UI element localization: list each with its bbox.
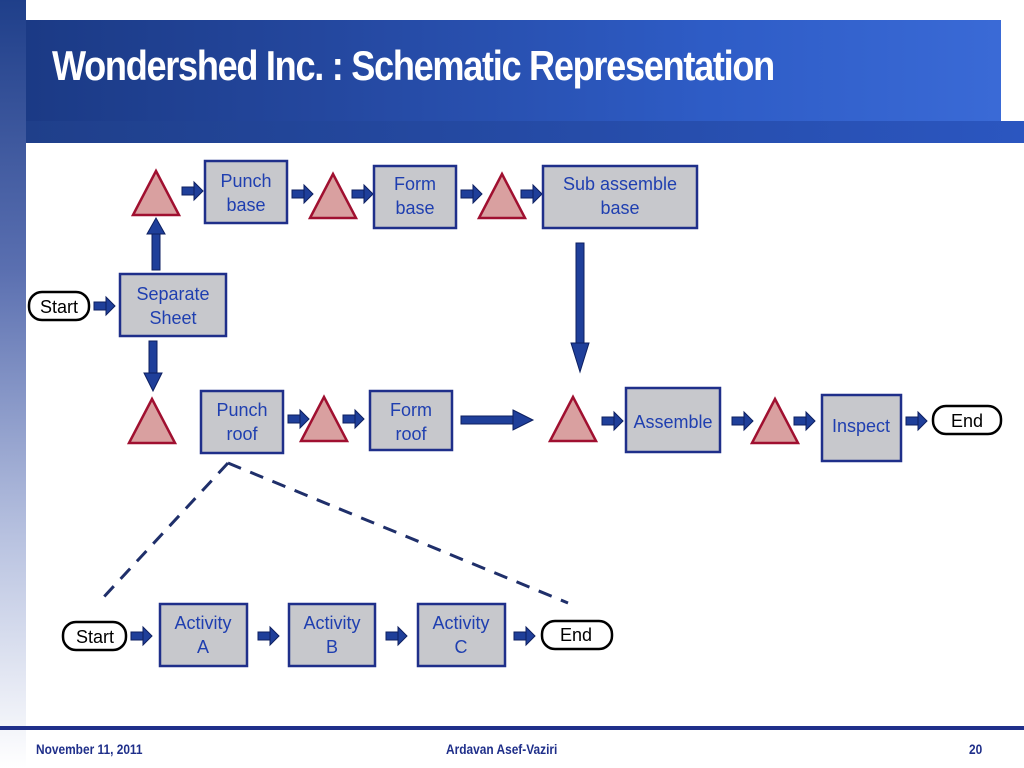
activity-a-label-2: A [197,637,209,657]
form-base-label-1: Form [394,174,436,194]
form-roof-label-1: Form [390,400,432,420]
section-label: 4. Flow-Time Analysis [866,0,1013,16]
start-terminal: Start [27,290,91,322]
footer-date: November 11, 2011 [36,741,143,757]
inventory-triangle-7 [750,397,800,445]
flow-arrow [181,181,204,201]
end-terminal: End [931,404,1003,436]
down-arrow-separate-sheet [143,340,163,393]
assemble-box: Assemble [624,386,722,454]
activity-b-box: Activity B [287,602,377,668]
flow-arrow [520,184,543,204]
footer-divider [0,726,1024,730]
separate-sheet-label-1: Separate [136,284,209,304]
punch-roof-label-2: roof [226,424,258,444]
inspect-box: Inspect [820,393,903,463]
flow-arrow [793,411,816,431]
end-label: End [951,411,983,431]
detail-start-terminal: Start [61,620,128,652]
flow-arrow [385,626,408,646]
punch-roof-label-1: Punch [216,400,267,420]
detail-end-terminal: End [540,619,614,651]
inventory-triangle-1 [131,169,181,217]
activity-c-box: Activity C [416,602,507,668]
flow-arrow [731,411,754,431]
sub-assemble-base-label-1: Sub assemble [563,174,677,194]
punch-base-box: Punch base [203,159,289,225]
flow-arrow [460,184,483,204]
form-roof-label-2: roof [395,424,427,444]
punch-roof-box: Punch roof [199,389,285,455]
inspect-label: Inspect [832,416,890,436]
activity-a-box: Activity A [158,602,249,668]
punch-base-label-2: base [226,195,265,215]
down-arrow-sub-assemble [570,242,590,374]
inventory-triangle-6 [548,395,598,443]
form-roof-box: Form roof [368,389,454,452]
up-arrow-separate-sheet [146,216,166,271]
inventory-triangle-2 [308,172,358,220]
start-label: Start [40,297,78,317]
flow-arrow [291,184,314,204]
activity-c-label-2: C [455,637,468,657]
page-title: Wondershed Inc. : Schematic Representati… [52,42,775,89]
form-base-box: Form base [372,164,458,230]
separate-sheet-label-2: Sheet [149,308,196,328]
inventory-triangle-3 [477,172,527,220]
activity-a-label-1: Activity [174,613,231,633]
sub-assemble-base-box: Sub assemble base [541,164,699,230]
zoom-line-left [99,461,230,602]
form-base-label-2: base [395,198,434,218]
activity-c-label-1: Activity [432,613,489,633]
flow-arrow [513,626,536,646]
left-gradient-bar [0,0,26,768]
footer-author: Ardavan Asef-Vaziri [446,741,558,757]
flow-arrow [342,409,365,429]
sub-assemble-base-label-2: base [600,198,639,218]
title-strip [26,121,1024,143]
punch-base-label-1: Punch [220,171,271,191]
flow-arrow [257,626,280,646]
detail-start-label: Start [76,627,114,647]
flow-arrow [905,411,928,431]
flow-arrow [351,184,374,204]
inventory-triangle-4 [127,397,177,445]
activity-b-label-1: Activity [303,613,360,633]
title-banner [26,20,1001,121]
flow-arrow [130,626,153,646]
separate-sheet-box: Separate Sheet [118,272,228,338]
detail-end-label: End [560,625,592,645]
footer-page-number: 20 [969,741,983,757]
flow-arrow [287,409,310,429]
assemble-label: Assemble [633,412,712,432]
flow-arrow [93,296,116,316]
activity-b-label-2: B [326,637,338,657]
long-arrow-form-roof [460,409,535,431]
flow-arrow [601,411,624,431]
zoom-line-right [227,461,569,605]
